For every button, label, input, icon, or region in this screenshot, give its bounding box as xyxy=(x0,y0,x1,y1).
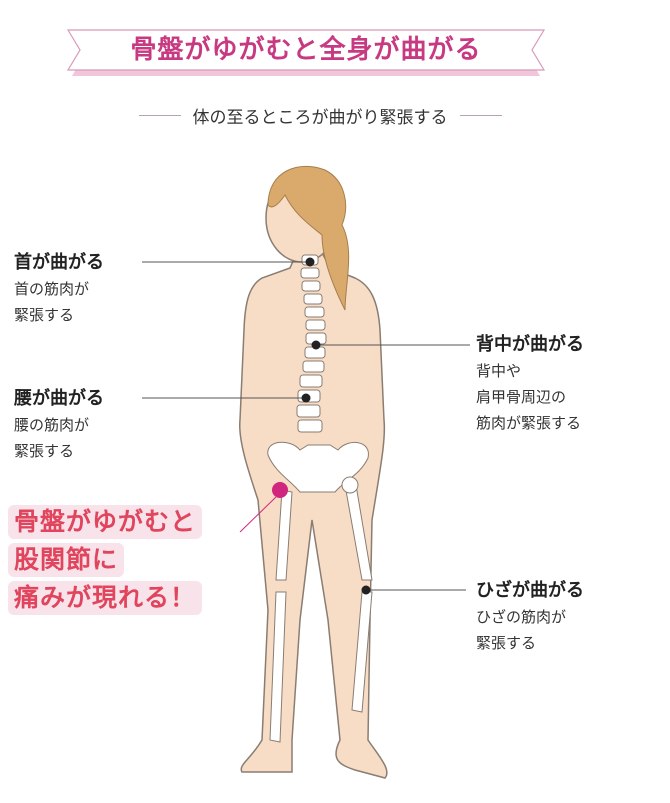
label-waist-desc: 腰の筋肉が xyxy=(14,416,90,434)
label-back-desc: 筋肉が緊張する xyxy=(476,414,582,432)
ribbon-shape xyxy=(66,29,546,76)
label-knee-desc: ひざの筋肉が xyxy=(476,608,567,626)
label-knee-desc: 緊張する xyxy=(476,634,537,652)
label-neck-desc: 緊張する xyxy=(14,306,75,324)
label-waist-title: 腰が曲がる xyxy=(14,388,104,409)
hip-joint-marker xyxy=(272,482,288,498)
label-knee: ひざが曲がる ひざの筋肉が 緊張する xyxy=(476,578,584,656)
hair xyxy=(267,165,350,311)
title-banner: 骨盤がゆがむと全身が曲がる xyxy=(66,28,546,76)
page-title: 骨盤がゆがむと全身が曲がる xyxy=(130,35,482,65)
label-neck-title: 首が曲がる xyxy=(14,252,104,273)
label-back: 背中が曲がる 背中や 肩甲骨周辺の 筋肉が緊張する xyxy=(476,332,584,436)
knee-marker xyxy=(361,585,371,595)
hip-callout: 骨盤がゆがむと 股関節に 痛みが現れる！ xyxy=(8,505,203,619)
subtitle: 体の至るところが曲がり緊張する xyxy=(192,107,448,128)
callout-line: 骨盤がゆがむと xyxy=(8,505,203,539)
subtitle-row: 体の至るところが曲がり緊張する xyxy=(110,100,530,130)
label-back-desc: 肩甲骨周辺の xyxy=(476,388,567,406)
back-marker xyxy=(311,340,321,350)
label-back-title: 背中が曲がる xyxy=(476,334,584,355)
label-neck-desc: 首の筋肉が xyxy=(14,280,90,298)
label-back-desc: 背中や xyxy=(476,362,522,380)
label-waist: 腰が曲がる 腰の筋肉が 緊張する xyxy=(14,386,104,464)
label-knee-title: ひざが曲がる xyxy=(476,580,584,601)
callout-line: 股関節に xyxy=(8,543,125,577)
callout-line: 痛みが現れる！ xyxy=(8,581,203,615)
divider xyxy=(138,114,181,116)
divider xyxy=(459,114,502,116)
label-neck: 首が曲がる 首の筋肉が 緊張する xyxy=(14,250,104,328)
waist-marker xyxy=(301,393,311,403)
neck-marker xyxy=(305,257,315,267)
label-waist-desc: 緊張する xyxy=(14,442,75,460)
